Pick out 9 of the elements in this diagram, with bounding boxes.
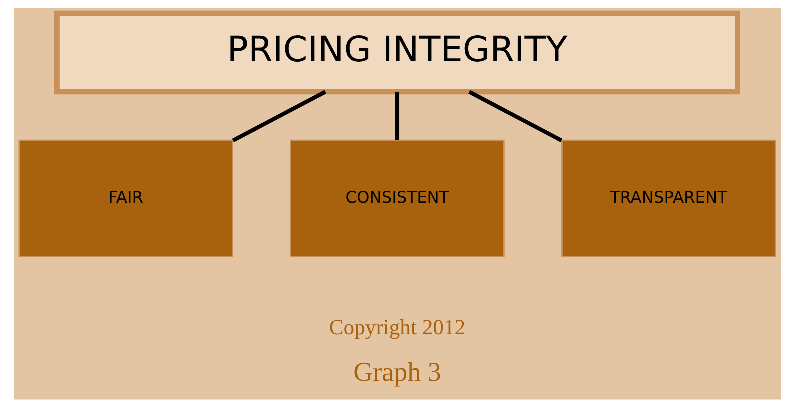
connector xyxy=(232,90,326,143)
label: Copyright 2012 xyxy=(329,316,466,340)
connector xyxy=(468,90,563,143)
node-box: PRICING INTEGRITY xyxy=(54,10,740,95)
node-box: FAIR xyxy=(18,140,234,258)
connector xyxy=(395,92,400,140)
node-box: TRANSPARENT xyxy=(562,140,776,258)
caption: Graph 3 xyxy=(354,356,442,387)
node-box: CONSISTENT xyxy=(290,140,505,258)
